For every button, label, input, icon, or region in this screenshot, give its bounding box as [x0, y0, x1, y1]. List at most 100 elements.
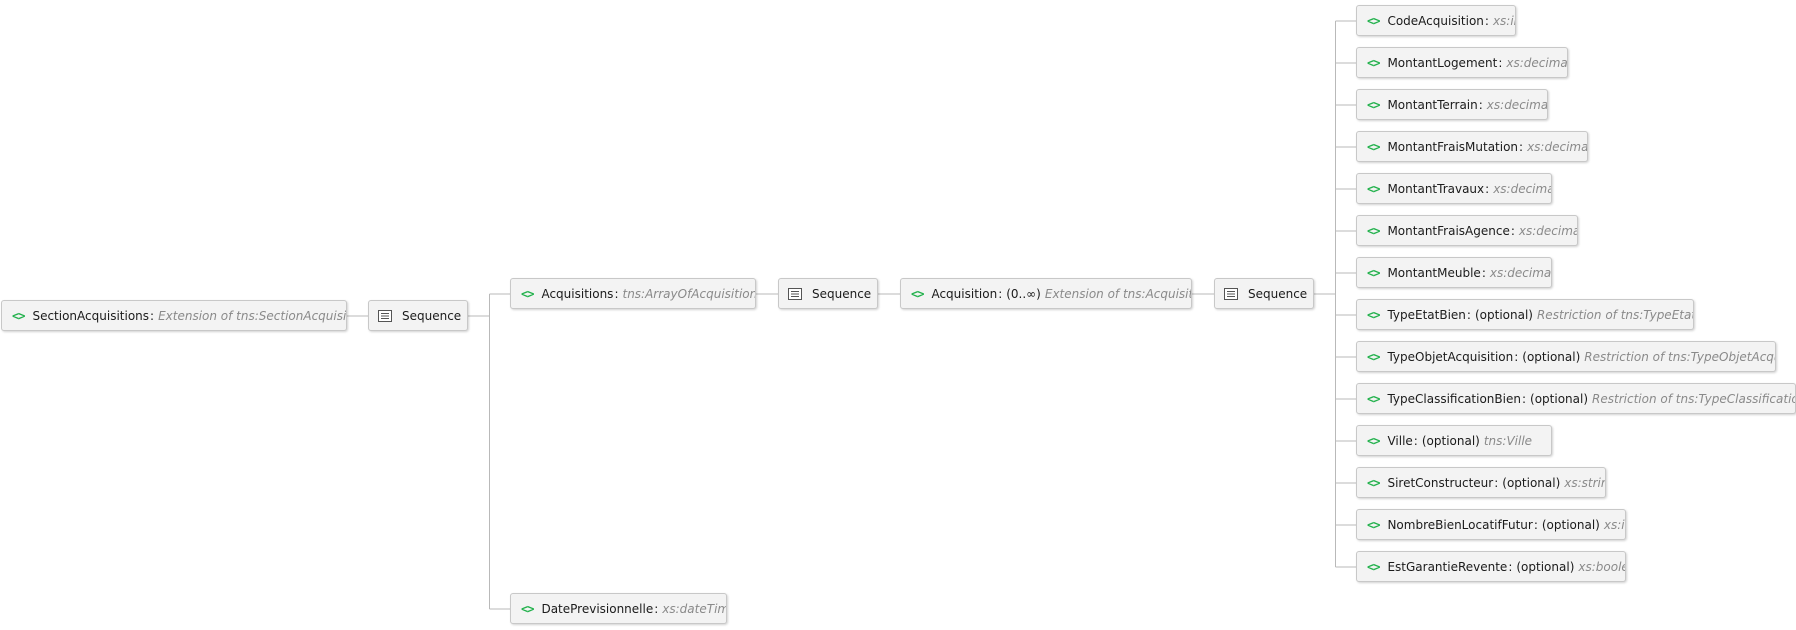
separator: :	[1521, 391, 1527, 406]
element-node-acquisitions[interactable]: <> Acquisitions:tns:ArrayOfAcquisition	[510, 278, 756, 309]
element-type: xs:boolean	[1578, 559, 1625, 574]
element-node-acquisition[interactable]: <> Acquisition:(0..∞)Extension of tns:Acq…	[900, 278, 1192, 309]
element-name: EstGarantieRevente	[1387, 559, 1508, 574]
separator: :	[1498, 55, 1503, 70]
sequence-icon	[1224, 287, 1238, 300]
separator: :	[1413, 433, 1418, 448]
element-type: xs:int	[1492, 13, 1515, 28]
element-icon: <>	[911, 286, 924, 301]
element-name: MontantMeuble	[1387, 265, 1481, 280]
sequence-label: Sequence	[402, 308, 462, 323]
separator: :	[614, 286, 619, 301]
occurrence: (optional)	[1522, 349, 1581, 364]
element-icon: <>	[1367, 223, 1380, 238]
element-type: xs:decimal	[1493, 181, 1552, 196]
element-type: tns:Ville	[1483, 433, 1533, 448]
element-icon: <>	[1367, 517, 1380, 532]
element-node-codeacquisition[interactable]: <> CodeAcquisition:xs:int	[1356, 5, 1516, 36]
element-type: Extension of tns:SectionAcquisitions	[158, 308, 347, 323]
element-icon: <>	[12, 308, 25, 323]
element-icon: <>	[1367, 97, 1380, 112]
element-type: xs:string	[1564, 475, 1605, 490]
element-icon: <>	[1367, 559, 1380, 574]
element-node-sectionacquisitions[interactable]: <> SectionAcquisitions:Extension of tns:S…	[1, 300, 347, 331]
element-node-nombrebienlocatiffutur[interactable]: <> NombreBienLocatifFutur:(optional)xs:in…	[1356, 509, 1626, 540]
element-node-montanttravaux[interactable]: <> MontantTravaux:xs:decimal	[1356, 173, 1552, 204]
element-node-siretconstructeur[interactable]: <> SiretConstructeur:(optional)xs:string	[1356, 467, 1606, 498]
element-name: CodeAcquisition	[1387, 13, 1484, 28]
element-type: xs:decimal	[1489, 265, 1552, 280]
element-node-montantlogement[interactable]: <> MontantLogement:xs:decimal	[1356, 47, 1568, 78]
element-name: DatePrevisionnelle	[541, 601, 654, 616]
element-node-montantmeuble[interactable]: <> MontantMeuble:xs:decimal	[1356, 257, 1552, 288]
element-icon: <>	[1367, 13, 1380, 28]
occurrence: (optional)	[1516, 559, 1575, 574]
element-name: SiretConstructeur	[1387, 475, 1494, 490]
element-type: xs:decimal	[1506, 55, 1568, 70]
element-type: xs:decimal	[1486, 97, 1548, 112]
sequence-node-seq2[interactable]: Sequence	[778, 278, 878, 309]
occurrence: (optional)	[1530, 391, 1589, 406]
element-node-ville[interactable]: <> Ville:(optional)tns:Ville	[1356, 425, 1552, 456]
element-node-estgarantierevente[interactable]: <>EstGarantieRevente:(optional)xs:boolea…	[1356, 551, 1626, 582]
element-icon: <>	[521, 286, 534, 301]
element-name: Acquisition	[931, 286, 998, 301]
separator: :	[150, 308, 155, 323]
sequence-icon	[788, 287, 802, 300]
sequence-icon	[378, 309, 392, 322]
separator: :	[1514, 349, 1519, 364]
element-type: Restriction of tns:TypeClassificationBie…	[1592, 391, 1795, 406]
element-node-typeetatbien[interactable]: <>TypeEtatBien:(optional)Restriction of …	[1356, 299, 1694, 330]
element-icon: <>	[1367, 139, 1380, 154]
sequence-node-seq3[interactable]: Sequence	[1214, 278, 1314, 309]
element-icon: <>	[1367, 349, 1380, 364]
occurrence: (optional)	[1541, 517, 1600, 532]
element-node-dateprevisionnelle[interactable]: <> DatePrevisionnelle:xs:dateTime	[510, 593, 727, 624]
element-type: Restriction of tns:TypeEtatBien	[1536, 307, 1694, 322]
element-icon: <>	[1367, 433, 1380, 448]
occurrence: (optional)	[1502, 475, 1561, 490]
sequence-label: Sequence	[812, 286, 872, 301]
element-name: MontantLogement	[1387, 55, 1498, 70]
element-icon: <>	[1367, 475, 1380, 490]
element-type: Restriction of tns:TypeObjetAcquisition	[1584, 349, 1775, 364]
element-node-typeobjetacquisition[interactable]: <> TypeObjetAcquisition:(optional)Restric…	[1356, 341, 1776, 372]
sequence-node-seq1[interactable]: Sequence	[368, 300, 468, 331]
occurrence: (0..∞)	[1006, 286, 1041, 301]
separator: :	[1484, 13, 1489, 28]
separator: :	[654, 601, 659, 616]
sequence-label: Sequence	[1248, 286, 1308, 301]
separator: :	[1533, 517, 1538, 532]
element-icon: <>	[521, 601, 534, 616]
element-node-montantfraisagence[interactable]: <>MontantFraisAgence:xs:decimal	[1356, 215, 1578, 246]
separator: :	[1478, 97, 1483, 112]
separator: :	[1481, 265, 1486, 280]
element-name: MontantTerrain	[1387, 97, 1478, 112]
element-type: Extension of tns:Acquisition	[1044, 286, 1191, 301]
element-icon: <>	[1367, 181, 1380, 196]
separator: :	[998, 286, 1003, 301]
element-node-typeclassificationbien[interactable]: <> TypeClassificationBien:(optional)Restr…	[1356, 383, 1796, 414]
element-name: MontantFraisMutation	[1387, 139, 1519, 154]
element-name: NombreBienLocatifFutur	[1387, 517, 1533, 532]
element-name: TypeClassificationBien	[1387, 391, 1521, 406]
element-node-montantterrain[interactable]: <> MontantTerrain:xs:decimal	[1356, 89, 1548, 120]
separator: :	[1494, 475, 1499, 490]
element-icon: <>	[1367, 265, 1380, 280]
element-name: MontantFraisAgence	[1387, 223, 1510, 238]
element-icon: <>	[1367, 307, 1380, 322]
element-name: SectionAcquisitions	[32, 308, 150, 323]
element-icon: <>	[1367, 391, 1380, 406]
element-name: Acquisitions	[541, 286, 614, 301]
element-node-montantfraismutation[interactable]: <>MontantFraisMutation:xs:decimal	[1356, 131, 1588, 162]
element-type: xs:dateTime	[662, 601, 726, 616]
separator: :	[1485, 181, 1490, 196]
element-name: TypeObjetAcquisition	[1387, 349, 1514, 364]
element-name: MontantTravaux	[1387, 181, 1485, 196]
element-type: xs:int	[1603, 517, 1625, 532]
element-name: Ville	[1387, 433, 1413, 448]
element-type: xs:decimal	[1527, 139, 1588, 154]
occurrence: (optional)	[1421, 433, 1480, 448]
element-icon: <>	[1367, 55, 1380, 70]
element-type: tns:ArrayOfAcquisition	[622, 286, 756, 301]
